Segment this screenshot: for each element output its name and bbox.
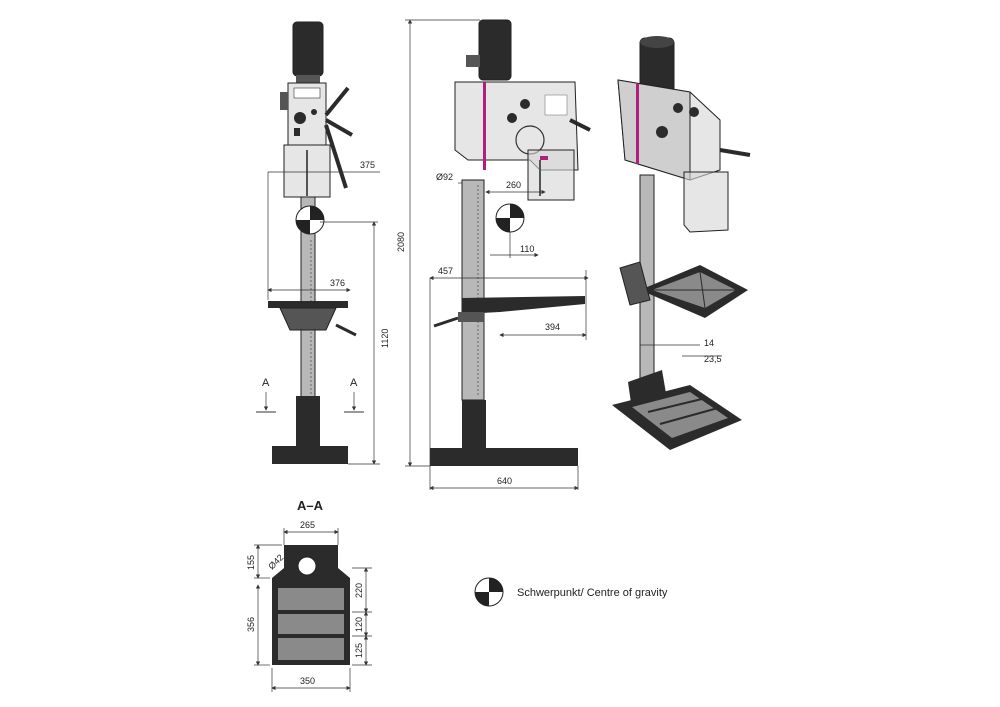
dim-base-220: 220 bbox=[354, 583, 364, 598]
cog-legend-symbol bbox=[474, 577, 504, 607]
dim-iso-23-5: 23,5 bbox=[704, 354, 722, 364]
dim-base-155: 155 bbox=[246, 555, 256, 570]
dim-side-d92: Ø92 bbox=[436, 172, 453, 182]
dim-base-265: 265 bbox=[300, 520, 315, 530]
cog-legend: Schwerpunkt/ Centre of gravity bbox=[474, 577, 668, 607]
side-chuck-guard bbox=[527, 149, 575, 201]
side-table bbox=[462, 296, 585, 314]
dim-side-457: 457 bbox=[438, 266, 453, 276]
front-view: 375 376 1120 A A bbox=[256, 21, 390, 465]
side-motor bbox=[478, 19, 512, 81]
dim-base-d42: Ø42 bbox=[266, 552, 285, 571]
dim-iso-14: 14 bbox=[704, 338, 714, 348]
section-marker-left: A bbox=[262, 377, 270, 389]
front-base bbox=[272, 446, 348, 464]
iso-chuck-guard bbox=[683, 171, 729, 233]
section-marker-right: A bbox=[350, 377, 358, 389]
dim-side-110: 110 bbox=[520, 244, 534, 254]
dim-front-1120: 1120 bbox=[380, 329, 390, 348]
dim-base-356: 356 bbox=[246, 617, 256, 632]
side-center-mark bbox=[483, 82, 486, 170]
front-table bbox=[268, 301, 348, 308]
dim-side-640: 640 bbox=[497, 476, 512, 486]
dim-side-260: 260 bbox=[506, 180, 521, 190]
base-slot-2 bbox=[278, 614, 344, 634]
side-cog-symbol bbox=[495, 203, 525, 233]
section-a-a: A–A 265 155 Ø42 356 220 120 125 350 bbox=[246, 498, 372, 692]
front-base-column bbox=[296, 396, 320, 446]
cog-legend-label: Schwerpunkt/ Centre of gravity bbox=[517, 587, 668, 599]
front-motor bbox=[292, 21, 324, 77]
isometric-view: 14 23,5 bbox=[612, 36, 751, 450]
front-feed-handle bbox=[324, 86, 350, 117]
base-slot-1 bbox=[278, 588, 344, 610]
dim-side-2080: 2080 bbox=[396, 232, 406, 252]
side-base-column bbox=[462, 400, 486, 448]
side-base bbox=[430, 448, 578, 466]
dim-base-350: 350 bbox=[300, 676, 315, 686]
dim-base-125: 125 bbox=[354, 643, 364, 658]
section-title: A–A bbox=[297, 498, 324, 513]
dim-front-376: 376 bbox=[330, 278, 345, 288]
base-column-hole bbox=[297, 556, 317, 576]
dim-front-375: 375 bbox=[360, 160, 375, 170]
dim-side-394: 394 bbox=[545, 322, 560, 332]
front-cog-symbol bbox=[295, 205, 325, 235]
side-column bbox=[461, 179, 485, 401]
base-slot-3 bbox=[278, 638, 344, 660]
side-view: 2080 Ø92 260 110 457 394 640 bbox=[396, 19, 591, 491]
dim-base-120: 120 bbox=[354, 617, 364, 632]
